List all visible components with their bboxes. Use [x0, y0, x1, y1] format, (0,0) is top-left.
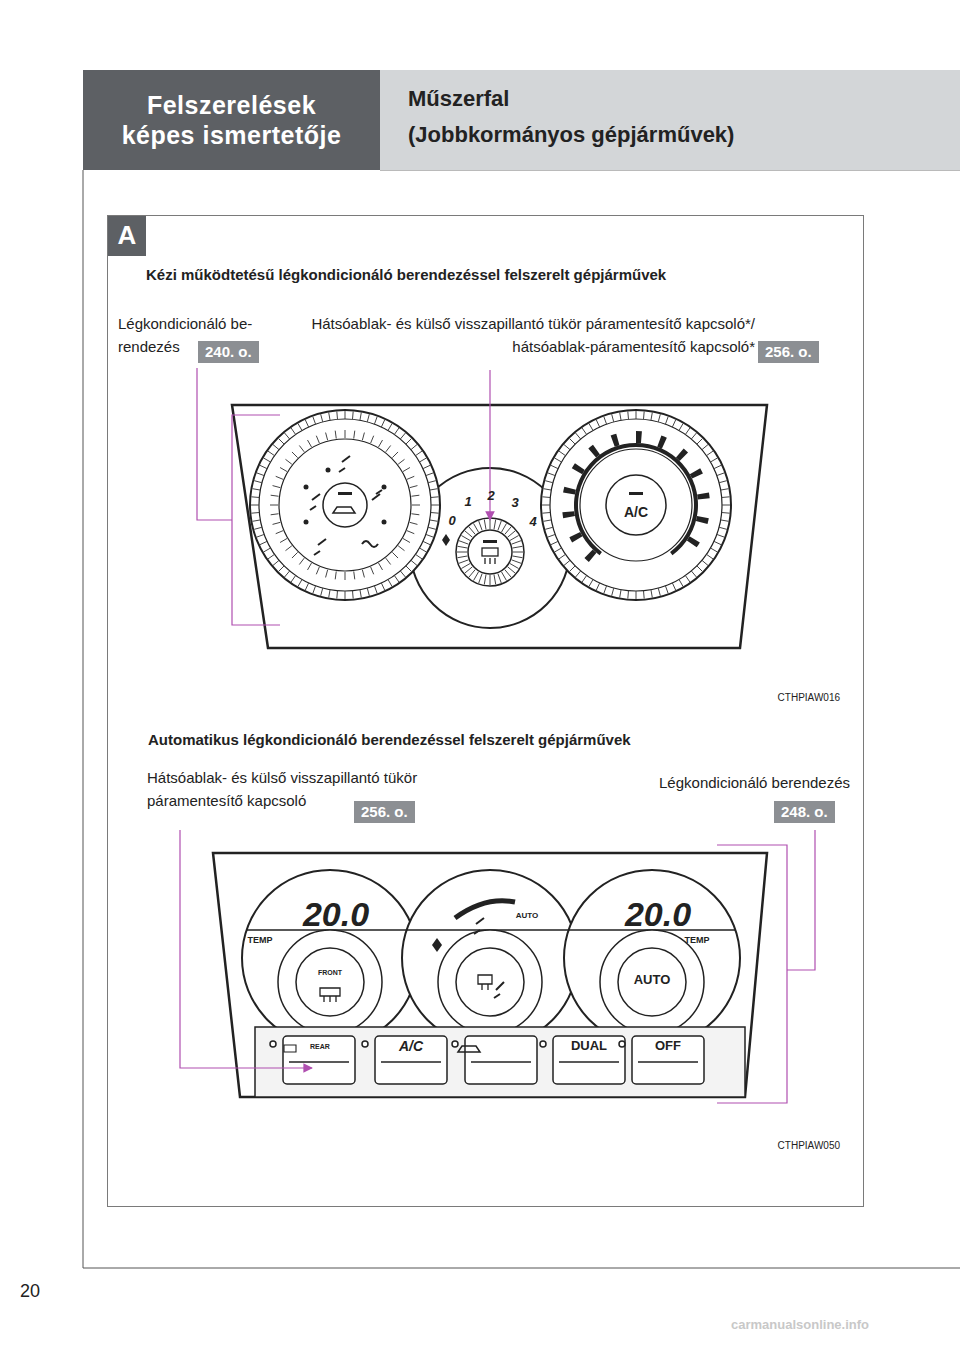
mode-label: AUTO — [516, 911, 539, 920]
page-ref: 256. o. — [765, 342, 812, 362]
fan-speed-number: 2 — [487, 489, 494, 504]
page-ref-box: 240. o. — [198, 341, 259, 363]
fan-speed-number: 0 — [448, 514, 455, 529]
page-ref: 248. o. — [781, 802, 828, 822]
temperature-display: 20.0 — [625, 888, 691, 941]
header-section-box: Felszerelések képes ismertetője — [83, 70, 380, 170]
heading-text: Műszerfal — [408, 86, 509, 112]
button-label: REAR — [310, 1043, 330, 1051]
heading-text: Kézi működtetésű légkondicionáló berende… — [146, 266, 666, 283]
page-rule — [83, 1268, 960, 1269]
heading-text: A — [118, 220, 137, 251]
section-badge: A — [108, 216, 146, 256]
manual-ac-panel — [232, 405, 767, 648]
fan-speed-number: 4 — [529, 515, 536, 530]
page-ref-box: 248. o. — [774, 801, 835, 823]
button-label: A/C — [399, 1038, 423, 1054]
button-label: OFF — [655, 1039, 681, 1054]
header-band — [380, 70, 960, 170]
heading-text: (Jobbkormányos gépjárművek) — [408, 122, 734, 148]
callout-text: Légkondicionáló be- rendezés — [118, 312, 283, 359]
page-ref-box: 256. o. — [758, 341, 819, 363]
fan-speed-number: 3 — [511, 496, 518, 511]
button-label: DUAL — [571, 1039, 607, 1054]
dial-label: TEMP — [247, 935, 272, 945]
dial-label: TEMP — [684, 935, 709, 945]
callout-text: Légkondicionáló berendezés — [659, 771, 850, 794]
page-ref: 256. o. — [361, 802, 408, 822]
fan-speed-number: 1 — [464, 495, 471, 510]
callout-text: Hátsóablak- és külső visszapillantó tükö… — [310, 312, 755, 359]
watermark: carmanualsonline.info — [731, 1318, 869, 1333]
heading-text: Automatikus légkondicionáló berendezésse… — [148, 731, 631, 748]
page-number: 20 — [20, 1278, 40, 1306]
button-label: A/C — [624, 504, 648, 520]
page-ref-box: 256. o. — [354, 801, 415, 823]
temperature-display: 20.0 — [303, 888, 369, 941]
section-frame: Kézi működtetésű légkondicionáló berende… — [107, 215, 864, 1207]
header-title-box: Műszerfal (Jobbkormányos gépjárművek) — [380, 70, 960, 170]
page-ref: 240. o. — [205, 342, 252, 362]
figure-code: CTHPIAW050 — [778, 1140, 840, 1152]
page-rule — [83, 170, 84, 1268]
heading-text: Felszerelések képes ismertetője — [97, 90, 367, 150]
callout-text: Hátsóablak- és külső visszapillantó tükö… — [147, 766, 477, 813]
button-label: FRONT — [318, 969, 342, 977]
automatic-ac-panel — [213, 853, 767, 1097]
figure-code: CTHPIAW016 — [778, 692, 840, 704]
header-band — [83, 70, 380, 170]
button-label: AUTO — [634, 973, 671, 988]
